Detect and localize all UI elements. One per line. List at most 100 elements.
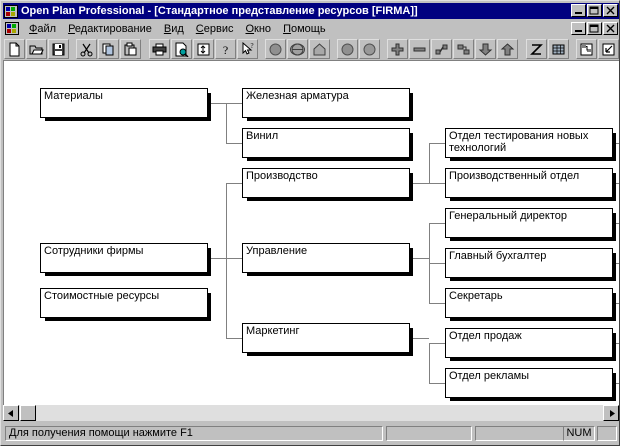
open-folder-icon[interactable] [26,39,47,59]
scroll-right-button[interactable] [603,405,619,421]
diagram-node-upravlenie[interactable]: Управление [242,243,413,276]
diagram-node-label: Стоимостные ресурсы [44,290,160,302]
status-hint: Для получения помощи нажмите F1 [5,426,383,441]
status-bar: Для получения помощи нажмите F1 NUM [3,424,619,443]
toolbar-group-circles [336,39,381,59]
scroll-left-button[interactable] [3,405,19,421]
minus-remove-icon[interactable] [409,39,431,59]
scrollbar-thumb[interactable] [20,405,36,421]
document-minimize-button[interactable] [571,22,586,35]
node-shadow-right [612,293,616,321]
diagram-node-otdel-test[interactable]: Отдел тестирования новых технологий [445,128,616,161]
document-close-button[interactable] [603,22,618,35]
diagram-node-proizv-otdel[interactable]: Производственный отдел [445,168,616,201]
resource-shape-icon[interactable] [308,39,330,59]
diagram-node-gen-director[interactable]: Генеральный директор [445,208,616,241]
horizontal-scrollbar[interactable] [3,405,619,421]
sort-icon[interactable] [192,39,214,59]
menu-item-service[interactable]: Сервис [190,22,240,36]
layout-icon[interactable] [575,39,597,59]
connector-line [208,258,226,259]
diagram-node-sotrudniki[interactable]: Сотрудники фирмы [40,243,211,276]
save-disk-icon[interactable] [48,39,69,59]
document-icon[interactable] [5,22,19,35]
node-shadow-bottom [247,157,413,161]
scrollbar-track[interactable] [36,405,602,421]
connector-line [226,143,242,144]
diagram-node-vinil[interactable]: Винил [242,128,413,161]
toolbar-group-print: ? ? [148,39,258,59]
print-preview-icon[interactable] [170,39,192,59]
diagram-node-gl-buhgalter[interactable]: Главный бухгалтер [445,248,616,281]
window-controls [570,4,618,17]
link-icon[interactable] [431,39,453,59]
connector-line [410,338,429,339]
connector-line [226,183,227,338]
node-shadow-bottom [450,357,616,361]
diagram-node-label: Секретарь [449,290,503,302]
node-shadow-bottom [45,272,211,276]
cut-scissors-icon[interactable] [76,39,98,59]
connector-line [226,183,242,184]
close-icon [606,24,615,33]
node-shadow-right [612,133,616,161]
node-shadow-bottom [450,317,616,321]
circle-gray2-icon[interactable] [359,39,381,59]
resource-globe-icon[interactable] [286,39,308,59]
diagram-node-materialy[interactable]: Материалы [40,88,211,121]
copy-icon[interactable] [98,39,120,59]
diagram-node-zhel-armatura[interactable]: Железная арматура [242,88,413,121]
node-shadow-bottom [45,117,211,121]
document-window-controls [570,22,618,35]
fit-window-icon[interactable] [597,39,619,59]
node-shadow-right [207,293,211,321]
connector-line [429,143,445,144]
node-shadow-right [409,173,413,201]
menu-item-edit[interactable]: Редактирование [62,22,158,36]
menu-item-file[interactable]: Файл [23,22,62,36]
table-grid-icon[interactable] [547,39,569,59]
svg-text:?: ? [250,42,253,50]
diagram-node-otdel-prodazh[interactable]: Отдел продаж [445,328,616,361]
restore-button[interactable] [587,4,602,17]
connector-line [410,183,429,184]
connector-line [208,103,226,104]
paste-icon[interactable] [120,39,142,59]
print-icon[interactable] [148,39,170,59]
diagram-node-proizvodstvo[interactable]: Производство [242,168,413,201]
zigzag-icon[interactable] [525,39,547,59]
connector-line [613,263,619,264]
diagram-node-marketing[interactable]: Маркетинг [242,323,413,356]
node-shadow-right [409,248,413,276]
plus-add-icon[interactable] [387,39,409,59]
step-link-icon[interactable] [453,39,475,59]
diagram-node-stoim-resursy[interactable]: Стоимостные ресурсы [40,288,211,321]
document-restore-button[interactable] [587,22,602,35]
minimize-button[interactable] [571,4,586,17]
connector-line [613,343,619,344]
menu-item-help[interactable]: Помощь [277,22,332,36]
connector-line [429,343,430,383]
triangle-left-icon [7,409,13,417]
menu-service-rest: ервис [203,22,234,35]
help-cursor-icon[interactable]: ? [236,39,258,59]
resource-circle-icon[interactable] [264,39,286,59]
diagram-node-sekretar[interactable]: Секретарь [445,288,616,321]
toolbar-group-edit [75,39,142,59]
node-shadow-right [409,93,413,121]
arrow-up-icon[interactable] [497,39,519,59]
connector-line [613,183,619,184]
help-question-icon[interactable]: ? [214,39,236,59]
menu-window-rest: кно [254,22,272,35]
circle-gray-icon[interactable] [337,39,359,59]
menu-item-window[interactable]: Окно [239,22,277,36]
new-file-icon[interactable] [4,39,25,59]
menu-item-view[interactable]: Вид [158,22,190,36]
status-num-indicator: NUM [563,426,595,441]
node-shadow-bottom [450,397,616,401]
close-button[interactable] [603,4,618,17]
arrow-down-icon[interactable] [475,39,497,59]
diagram-node-otdel-reklamy[interactable]: Отдел рекламы [445,368,616,401]
